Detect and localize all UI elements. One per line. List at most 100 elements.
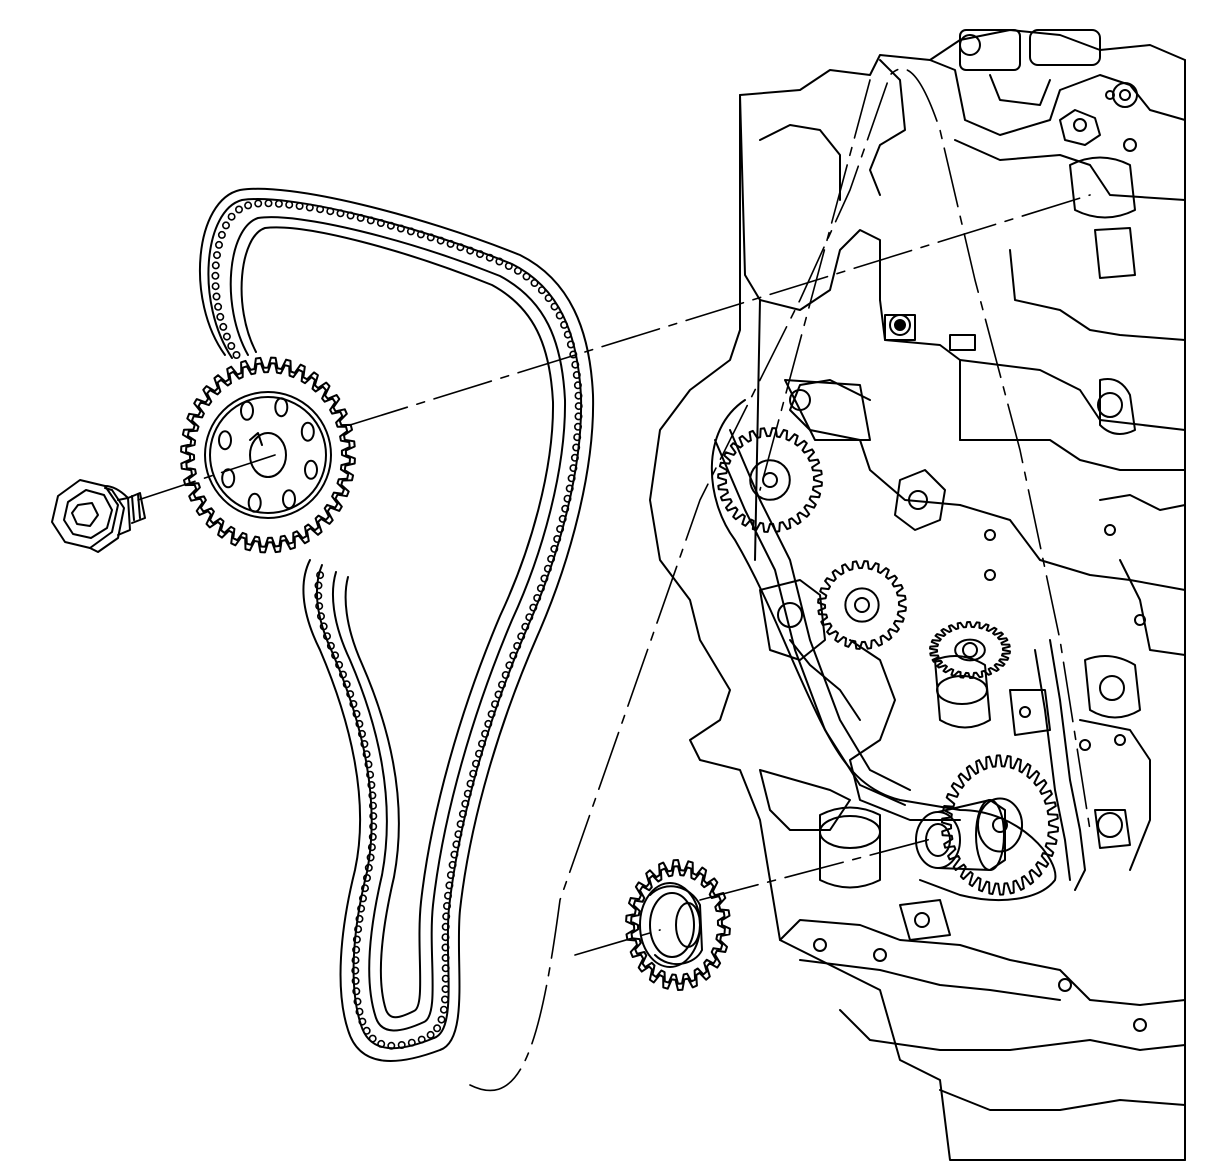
chain-roller: [574, 402, 583, 411]
chain-roller: [501, 670, 510, 679]
chain-roller: [555, 311, 564, 320]
chain-roller: [367, 780, 376, 789]
chain-roller: [362, 1026, 371, 1035]
chain-roller: [448, 860, 457, 869]
chain-roller: [426, 233, 435, 242]
chain-roller: [416, 230, 425, 239]
chain-roller: [319, 622, 328, 631]
chain-roller: [484, 719, 493, 728]
crankshaft-sprocket: [625, 859, 731, 991]
balance-gear-hub: [954, 638, 986, 662]
chain-roller: [569, 464, 578, 473]
chain-roller: [316, 571, 325, 580]
chain-roller: [376, 219, 385, 228]
chain-roller: [537, 286, 546, 295]
exhaust-cam-gear-hub: [844, 587, 880, 623]
chain-roller: [212, 292, 221, 301]
chain-roller: [437, 1015, 446, 1024]
chain-roller: [441, 953, 450, 962]
chain-roller: [485, 253, 494, 262]
chain-roller: [314, 591, 323, 600]
chain-roller: [556, 524, 565, 533]
chain-roller: [211, 271, 220, 280]
camshaft-sprocket-bolt: [51, 479, 146, 553]
chain-roller: [563, 330, 572, 339]
chain-roller: [443, 891, 452, 900]
chain-roller: [244, 201, 253, 210]
chain-roller: [530, 278, 539, 287]
chain-roller: [504, 261, 513, 270]
chain-roller: [574, 412, 583, 421]
chain-roller: [572, 443, 581, 452]
chain-roller: [463, 789, 472, 798]
chain-roller: [360, 884, 369, 893]
chain-roller: [446, 871, 455, 880]
chain-roller: [352, 935, 361, 944]
chain-roller: [456, 243, 465, 252]
chain-roller: [481, 729, 490, 738]
chain-roller: [227, 212, 236, 221]
chain-roller: [364, 760, 373, 769]
chain-roller: [471, 759, 480, 768]
chain-roller: [360, 739, 369, 748]
chain-roller: [525, 613, 534, 622]
chain-roller: [521, 622, 530, 631]
chain-roller: [433, 1024, 442, 1033]
chain-roller: [352, 945, 361, 954]
chain-roller: [513, 641, 522, 650]
chain-roller: [505, 661, 514, 670]
chain-roller: [572, 370, 581, 379]
chain-roller: [254, 199, 263, 208]
chain-roller: [349, 699, 358, 708]
crank-gear-installed-bolt: [992, 817, 1008, 833]
chain-roller: [368, 791, 377, 800]
chain-roller: [533, 593, 542, 602]
balance-gear-bolt: [962, 642, 978, 658]
chain-roller: [352, 987, 361, 996]
chain-roller: [335, 660, 344, 669]
intake-cam-gear: [717, 427, 823, 533]
chain-roller: [561, 504, 570, 513]
chain-roller: [222, 221, 231, 230]
chain-roller: [368, 1034, 377, 1043]
sprocket-lightening-hole: [274, 397, 289, 418]
chain-roller: [522, 272, 531, 281]
chain-roller: [466, 246, 475, 255]
sprocket-lightening-hole: [282, 489, 296, 510]
chain-roller: [573, 422, 582, 431]
chain-roller: [355, 719, 364, 728]
chain-roller: [214, 302, 223, 311]
chain-roller: [305, 203, 314, 212]
chain-roller: [213, 251, 222, 260]
chain-roller: [517, 632, 526, 641]
chain-roller: [544, 294, 553, 303]
intake-cam-gear-bolt: [762, 472, 778, 488]
exhaust-cam-gear: [817, 560, 907, 650]
chain-roller: [366, 770, 375, 779]
chain-roller: [211, 282, 220, 291]
crank-gear-installed: [941, 754, 1059, 896]
chain-roller: [331, 651, 340, 660]
sprocket-lightening-hole: [247, 492, 262, 513]
chain-roller: [386, 221, 395, 230]
chain-roller: [550, 544, 559, 553]
chain-roller: [356, 213, 365, 222]
chain-roller: [351, 966, 360, 975]
chain-roller: [397, 1041, 406, 1050]
balance-gear: [929, 621, 1011, 679]
chain-roller: [440, 995, 449, 1004]
chain-roller: [495, 257, 504, 266]
chain-roller: [441, 974, 450, 983]
chain-roller: [285, 200, 294, 209]
chain-roller: [436, 236, 445, 245]
chain-roller: [235, 205, 244, 214]
chain-roller: [217, 230, 226, 239]
chain-roller: [336, 209, 345, 218]
chain-roller: [353, 997, 362, 1006]
chain-roller: [474, 749, 483, 758]
chain-roller: [543, 564, 552, 573]
chain-roller: [450, 850, 459, 859]
chain-roller: [387, 1041, 396, 1050]
chain-roller: [322, 632, 331, 641]
